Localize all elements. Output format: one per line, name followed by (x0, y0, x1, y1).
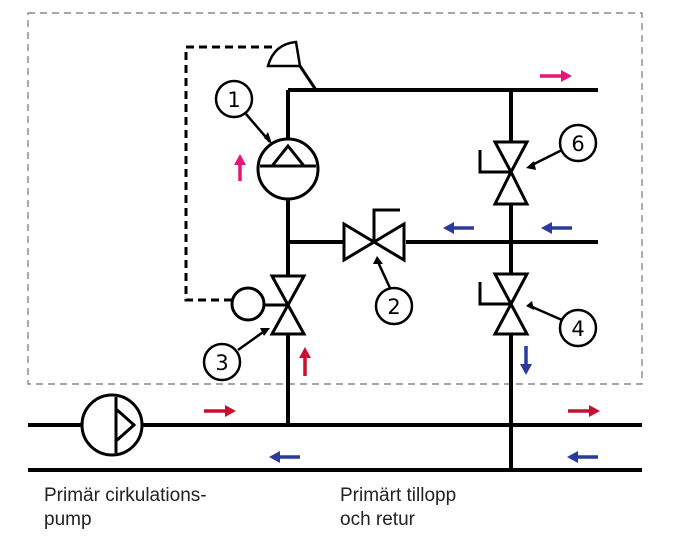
callout-2-number: 2 (387, 295, 400, 319)
primary-supply-caption-line-2: och retur (340, 509, 415, 530)
flow-arrow-right-icon (204, 405, 236, 417)
primary-pump-icon (80, 393, 144, 457)
flow-arrow-up-icon (234, 154, 246, 181)
callout-4: 4 (526, 301, 598, 348)
callout-3: 3 (202, 328, 270, 382)
flow-arrow-left-icon (443, 222, 474, 234)
valve-6-icon (478, 140, 530, 206)
callout-3-number: 3 (215, 351, 228, 375)
primary-pump-caption-line-1: Primär cirkulations- (44, 485, 207, 506)
flow-arrow-left-icon (541, 222, 572, 234)
circulation-pump-1-icon (256, 137, 320, 201)
callout-6: 6 (526, 123, 598, 170)
system-boundary (27, 12, 643, 385)
callout-4-number: 4 (571, 317, 584, 341)
temperature-sensor-icon (266, 40, 318, 91)
flow-arrow-up-icon (299, 347, 311, 376)
flow-arrow-right-icon (568, 405, 600, 417)
primary-supply-caption: Primärt tillopp och retur (340, 484, 456, 532)
primary-pump-caption-line-2: pump (44, 509, 92, 530)
primary-pump-caption: Primär cirkulations- pump (44, 484, 207, 532)
valve-4-icon (478, 272, 530, 336)
callout-1: 1 (214, 79, 272, 144)
callout-1-number: 1 (227, 88, 240, 112)
valve-2-icon (342, 208, 406, 263)
primary-supply-caption-line-1: Primärt tillopp (340, 485, 457, 506)
flow-arrow-right-icon (540, 70, 572, 82)
flow-arrows (204, 70, 600, 463)
flow-arrow-left-icon (269, 451, 300, 463)
flow-arrow-down-icon (520, 346, 532, 375)
flow-arrow-left-icon (567, 451, 598, 463)
callout-6-number: 6 (571, 132, 584, 156)
pipework (28, 88, 642, 472)
control-valve-3-icon (230, 274, 307, 336)
control-signal-line (184, 45, 272, 302)
callout-2: 2 (373, 256, 414, 326)
